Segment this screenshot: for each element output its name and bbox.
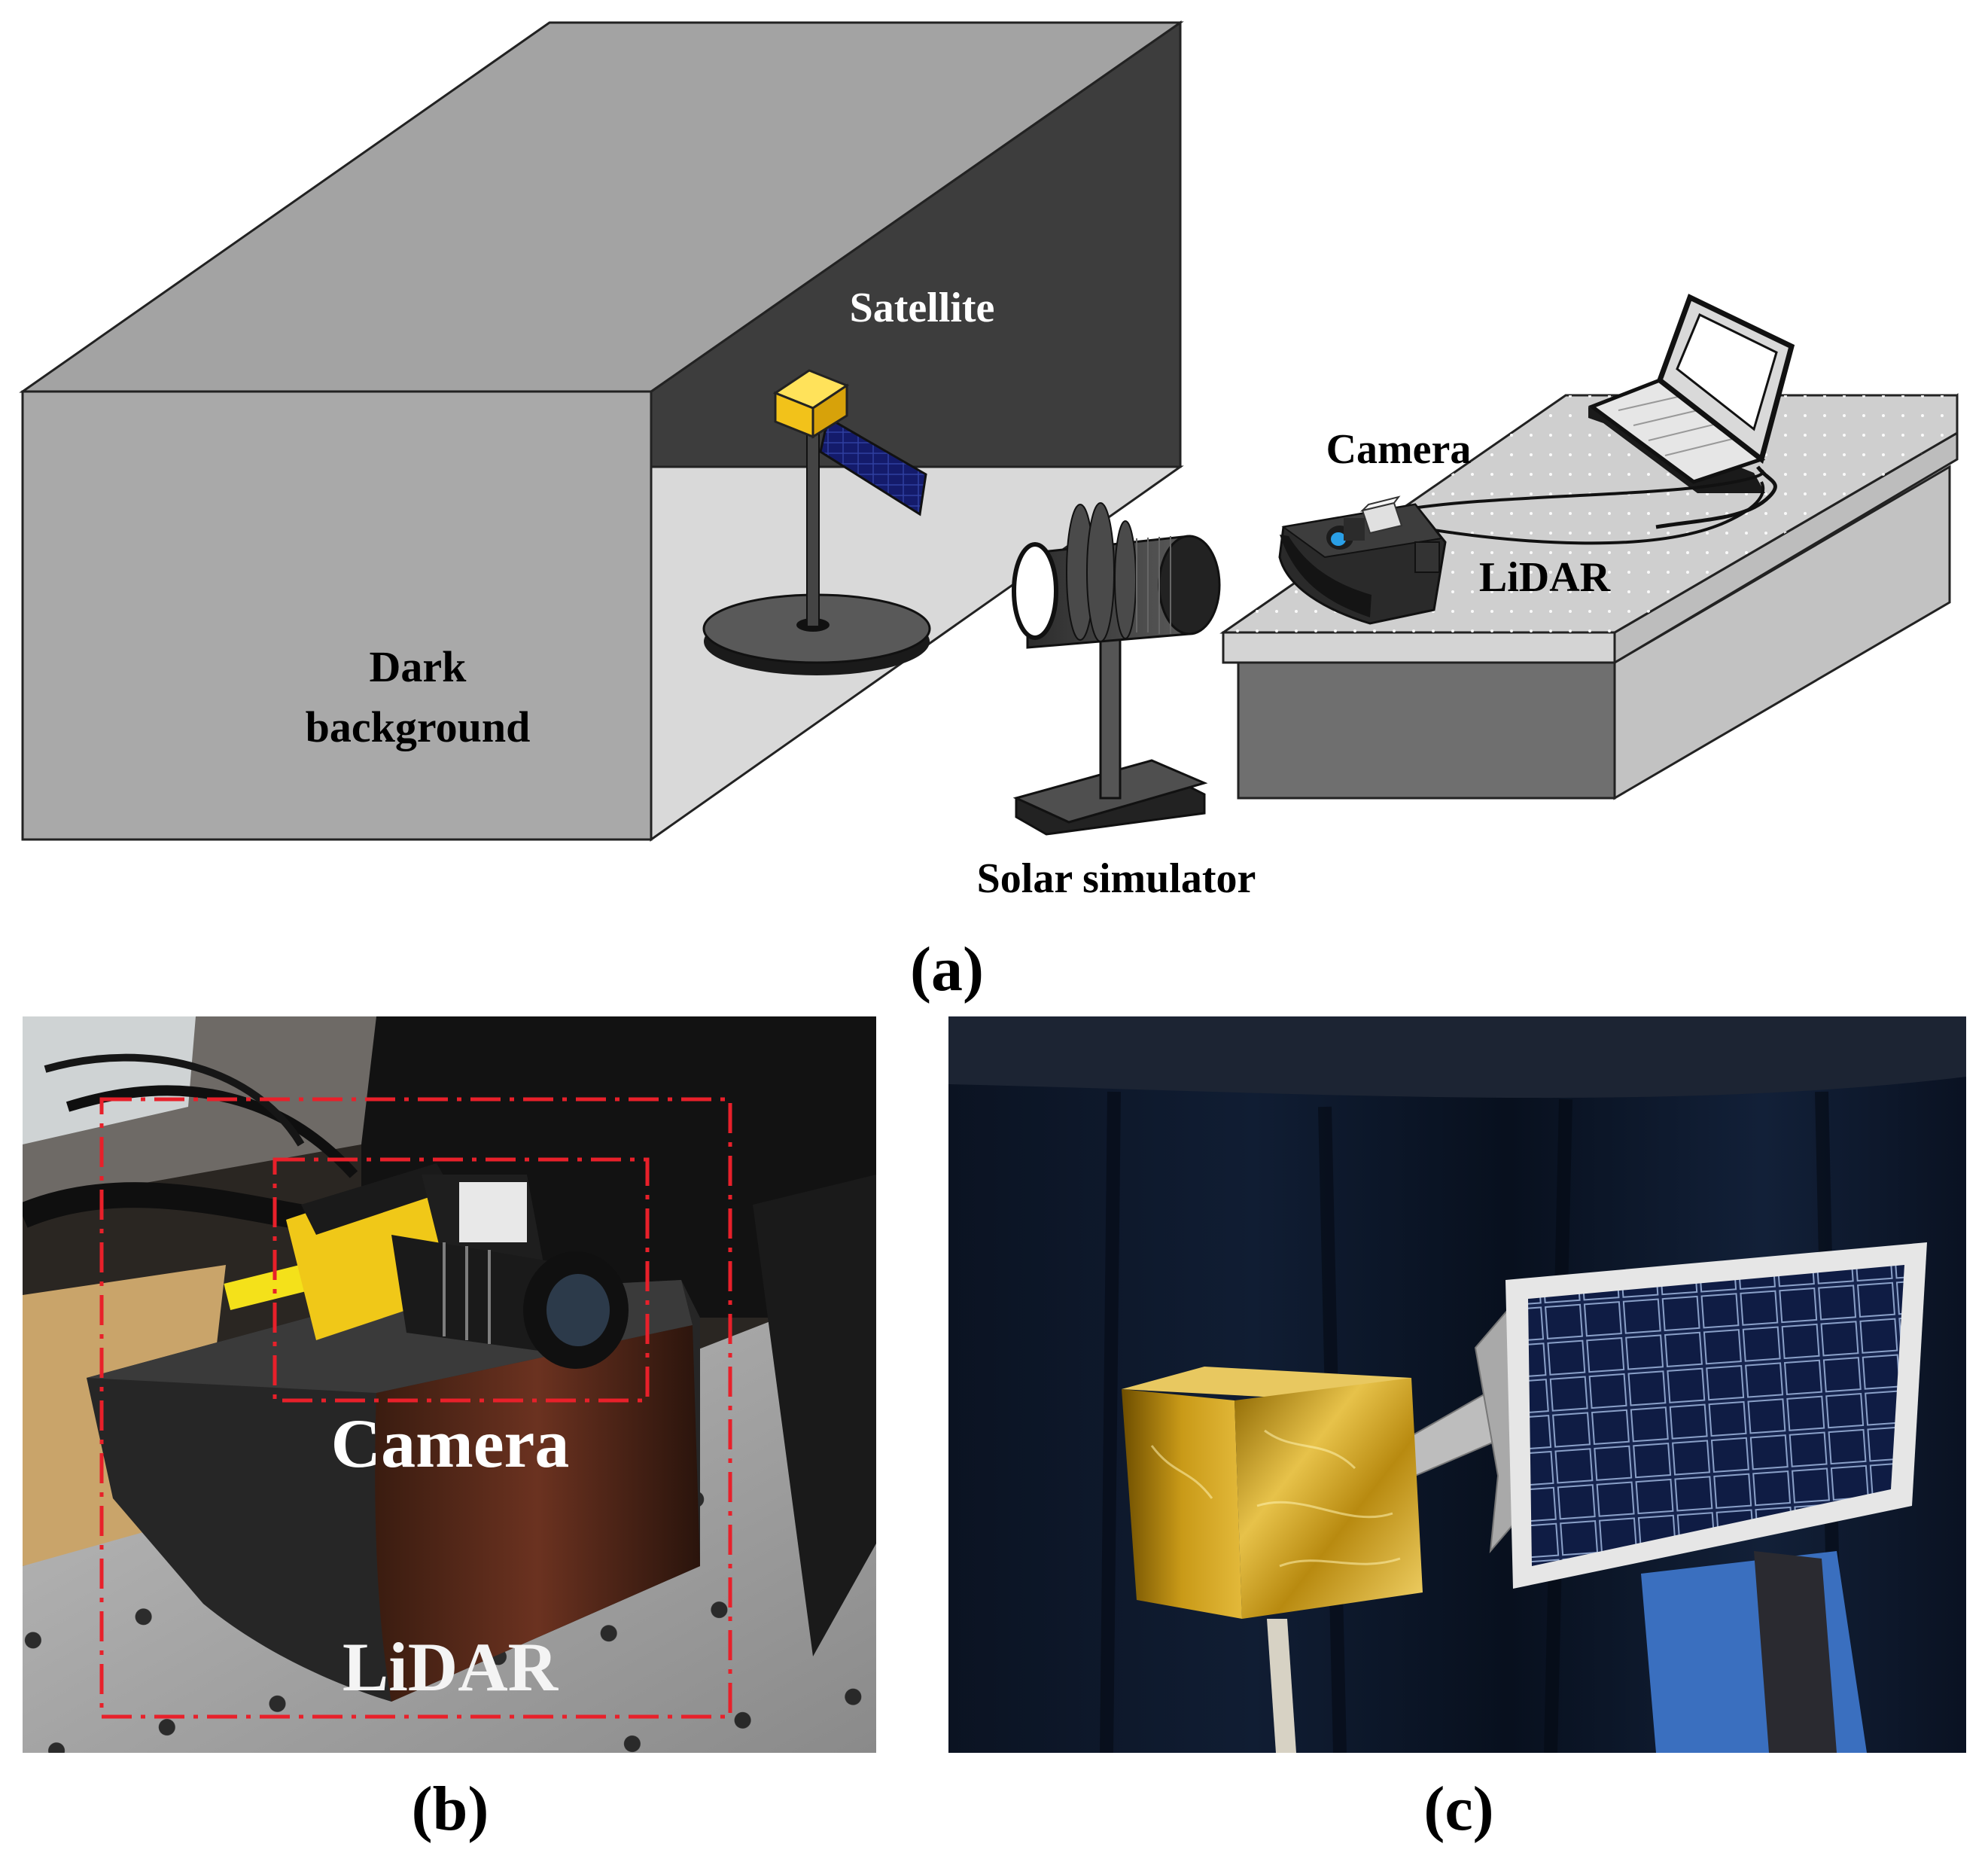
label-camera: Camera xyxy=(1326,426,1472,473)
satellite-solar-panel xyxy=(819,416,927,517)
solar-simulator xyxy=(1012,502,1221,836)
solar-simulator-lens xyxy=(1012,542,1058,640)
optical-table xyxy=(1219,393,1959,800)
label-satellite: Satellite xyxy=(850,285,995,331)
lidar-highlight-box xyxy=(99,1097,732,1719)
table-top-edge xyxy=(1222,631,1616,664)
satellite-stand-pole xyxy=(806,428,820,627)
label-lidar: LiDAR xyxy=(1479,554,1611,601)
label-dark-background-line2: background xyxy=(306,702,531,751)
gold-cube-front xyxy=(1122,1389,1242,1619)
lidar-window xyxy=(1280,535,1372,617)
caption-b: (b) xyxy=(412,1774,489,1844)
enclosure-front xyxy=(21,390,653,841)
table-front xyxy=(1237,661,1616,800)
panel-a-diagram: Satellite Dark background Camera LiDAR S… xyxy=(19,20,1959,1004)
satellite-support-rod xyxy=(1267,1619,1296,1753)
lidar-front-window xyxy=(375,1325,700,1702)
cable-camera xyxy=(1398,469,1764,512)
lidar-and-camera xyxy=(1278,495,1447,625)
cable-lidar xyxy=(1414,481,1765,545)
label-solar-simulator: Solar simulator xyxy=(977,855,1256,902)
camera-highlight-box xyxy=(272,1157,650,1403)
photo-label-lidar: LiDAR xyxy=(342,1629,559,1705)
gold-cube-side xyxy=(1235,1378,1423,1619)
photo-label-camera: Camera xyxy=(331,1405,570,1482)
panel-c-photo xyxy=(948,1016,1966,1753)
solar-simulator-pole xyxy=(1099,631,1122,800)
caption-c: (c) xyxy=(1423,1774,1493,1844)
satellite-body-side xyxy=(811,383,848,439)
caption-a: (a) xyxy=(910,934,984,1004)
panel-b-photo: Camera LiDAR xyxy=(23,1016,876,1753)
laptop-icon xyxy=(1588,294,1795,529)
label-dark-background-line1: Dark xyxy=(370,642,467,691)
dark-enclosure xyxy=(19,20,1184,842)
laptop-screen xyxy=(1676,312,1778,431)
satellite-model xyxy=(702,369,931,675)
